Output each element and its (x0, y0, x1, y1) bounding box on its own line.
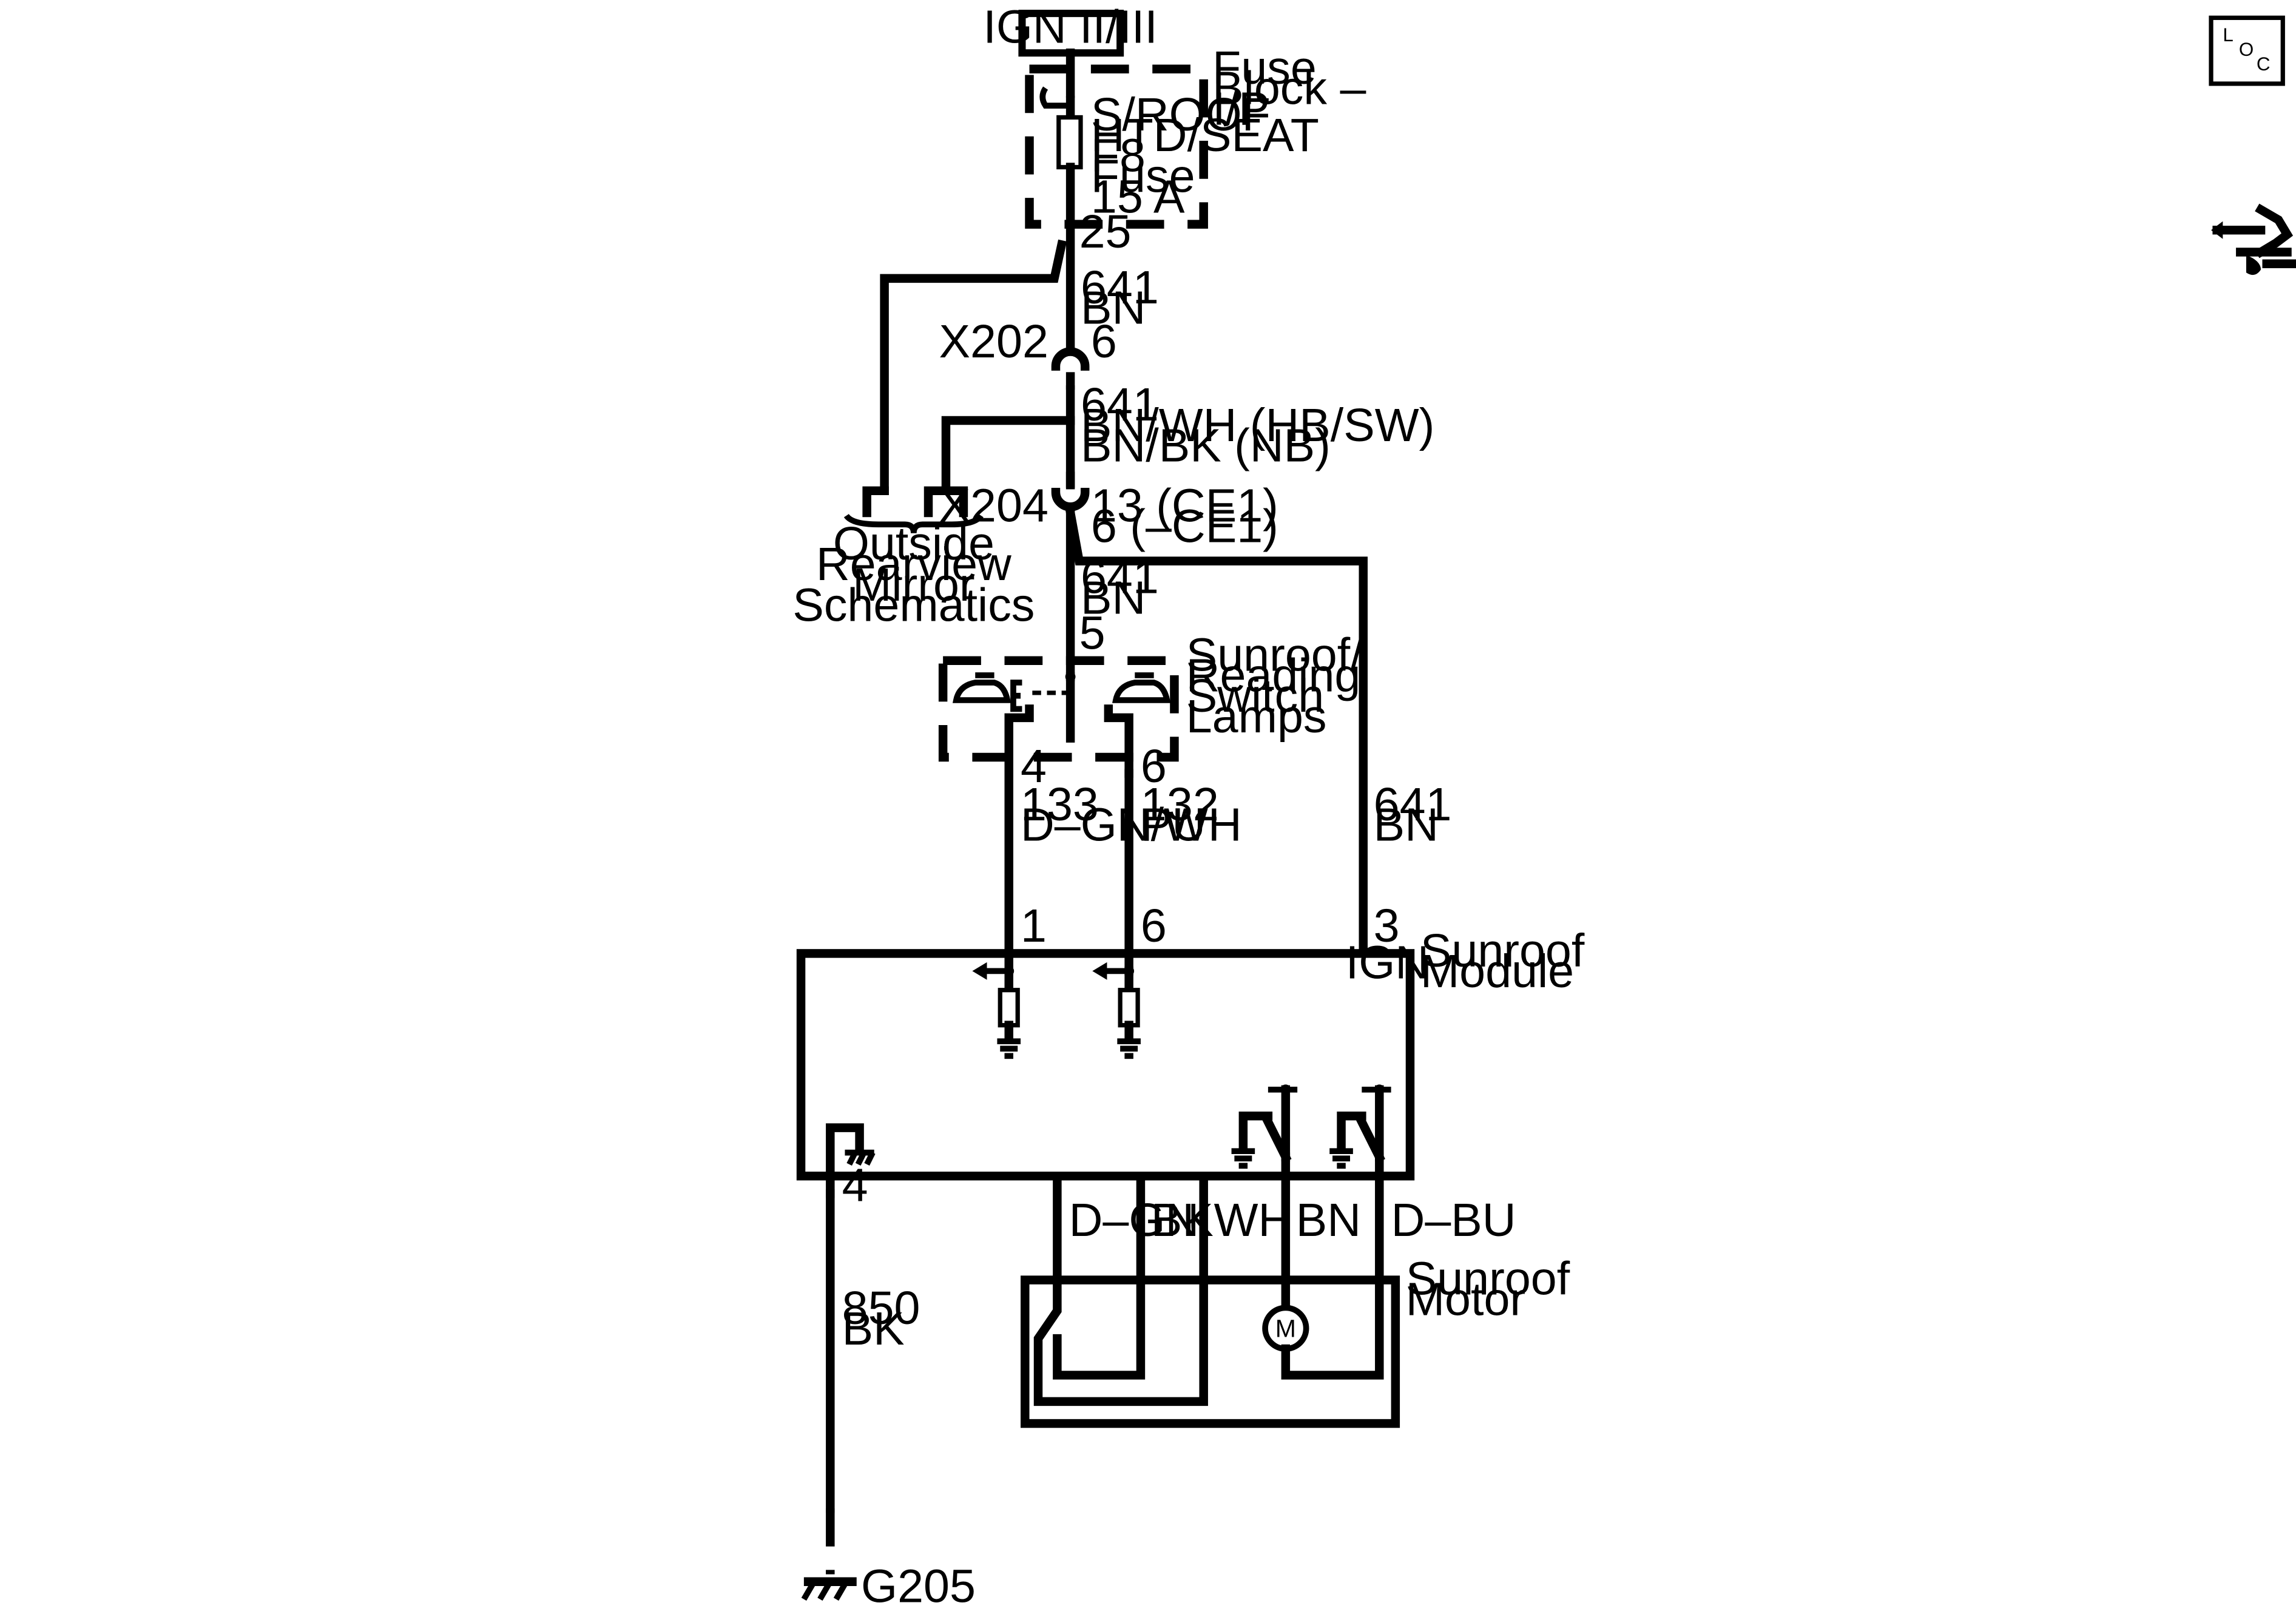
fuse-block-terminal: 25 (1079, 206, 1132, 258)
wire-641-a-color: BN (1081, 282, 1146, 334)
wire-641-a-circuit: 641 (1081, 262, 1159, 314)
fuse-block-title-1: Fuse (1212, 42, 1317, 94)
wire-641-d-circuit: 641 (1374, 778, 1452, 831)
switch-lamps-title-2: Reading (1186, 649, 1361, 701)
wire-132-color: PU (1141, 799, 1206, 851)
sunroof-module: Sunroof Module IGN (796, 925, 1585, 1211)
ground-icon (801, 1577, 857, 1601)
sunroof-module-title-2: Module (1420, 945, 1574, 998)
vehicle-icon (1112, 680, 1171, 703)
mirror-ref-line-2: Rearview (816, 538, 1011, 590)
switch-lamps-pin-4: 4 (1021, 740, 1047, 792)
motor-wire-label-dgn: D–GN (1069, 1194, 1200, 1246)
wire-641-b-circuit: 641 (1081, 379, 1159, 431)
fuse-label-3: F8 (1091, 130, 1146, 182)
module-pin-4: 4 (842, 1159, 868, 1211)
wire-641-middle: 641 BN/WH (HB/SW) BN/BK (NB) (941, 379, 1434, 496)
sunroof-motor-title-2: Motor (1406, 1273, 1525, 1325)
motor-icon: M (1262, 1305, 1309, 1352)
connector-x202-pin: 6 (1091, 316, 1117, 368)
connector-x204-pin-2: 6 (–CE1) (1091, 500, 1278, 552)
power-source-label: IGN II/III (983, 1, 1157, 53)
wire-133-color: D–GN/WH (1021, 799, 1242, 851)
motor-wires: D–GN BK WH BN D–BU (1053, 1085, 1516, 1284)
module-feed-wires: 133 D–GN/WH 132 PU 641 BN 1 6 3 (1004, 769, 1452, 976)
outside-rearview-mirror-reference: Outside Rearview Mirror Schematics (792, 486, 1035, 632)
power-source: IGN II/III (983, 1, 1158, 57)
input-pulldown (1092, 962, 1141, 1059)
motor-wire-label-wh: WH (1214, 1194, 1292, 1246)
fuse-label-2: HTD/SEAT (1091, 109, 1319, 161)
input-pulldown (972, 962, 1021, 1059)
wire-641-c-color: BN (1081, 572, 1146, 624)
mirror-ref-line-3: Mirror (853, 559, 975, 611)
wire-641-upper: 641 BN (880, 220, 1159, 496)
fuse-block-title-2: Block – (1212, 62, 1366, 115)
wire-641-c-circuit: 641 (1081, 552, 1159, 604)
switch-lamps-title-4: Lamps (1186, 690, 1327, 743)
switch-lamps-pin-6: 6 (1141, 740, 1167, 792)
switch-lamps-title-1: Sunroof/ (1186, 629, 1363, 681)
connector-x204: X204 13 (CE1) 6 (–CE1) (939, 480, 1278, 553)
switch-lamps-pin-5: 5 (1079, 607, 1106, 659)
component-locator-icon[interactable]: L O C (2209, 15, 2285, 86)
motor-wire-label-dbu: D–BU (1391, 1194, 1516, 1246)
motor-wire-label-bk: BK (1151, 1194, 1214, 1246)
switch-lamps-title-3: Switch (1186, 670, 1324, 722)
sunroof-module-ign-label: IGN (1346, 936, 1429, 988)
fuse-f8-icon (1056, 115, 1083, 170)
sunroof-reading-switch-lamps: 5 Sunroof/ Reading Switch Lamps 4 6 (938, 607, 1363, 792)
wire-132-circuit: 132 (1141, 778, 1219, 831)
ground-circuit-850: 850 BK G205 (801, 1189, 976, 1612)
ground-label: G205 (861, 1560, 976, 1612)
module-pin-6: 6 (1141, 900, 1167, 952)
wire-850-color: BK (842, 1303, 905, 1355)
locator-letter-c: C (2257, 53, 2271, 75)
fuse-block: Fuse Block – I/P S/ROOF HTD/SEAT F8 Fuse… (1025, 42, 1366, 258)
wire-133-circuit: 133 (1021, 778, 1099, 831)
ground-icon (997, 1038, 1021, 1059)
mirror-ref-line-1: Outside (833, 518, 994, 570)
wire-641-b-color-2: BN/BK (NB) (1081, 420, 1331, 472)
fuse-label-1: S/ROOF (1091, 89, 1271, 141)
locator-letter-l: L (2223, 24, 2233, 46)
module-pin-1: 1 (1021, 900, 1047, 952)
sunroof-module-title-1: Sunroof (1420, 925, 1585, 977)
connector-x204-pin-1: 13 (CE1) (1091, 480, 1278, 532)
motor-symbol: M (1275, 1315, 1296, 1343)
connector-end-view-icon[interactable] (2211, 203, 2296, 275)
wire-641-d-color: BN (1374, 799, 1439, 851)
mirror-ref-line-4: Schematics (792, 579, 1035, 632)
fuse-label-5: 15 A (1091, 170, 1185, 223)
wire-850-circuit: 850 (842, 1282, 920, 1334)
fuse-block-title-3: I/P (1212, 83, 1269, 135)
module-pin-3: 3 (1374, 900, 1400, 952)
wire-641-b-color-1: BN/WH (HB/SW) (1081, 399, 1434, 451)
ground-icon (1117, 1038, 1141, 1059)
sunroof-motor: Sunroof Motor M (1021, 1253, 1570, 1428)
motor-wire-label-bn: BN (1296, 1194, 1361, 1246)
sunroof-motor-title-1: Sunroof (1406, 1253, 1570, 1305)
chassis-ground-icon (826, 1123, 876, 1198)
fuse-label-4: Fuse (1091, 150, 1195, 203)
locator-letter-o: O (2239, 39, 2254, 60)
vehicle-icon (952, 680, 1011, 703)
wire-641-lower: 641 BN (1065, 502, 1368, 954)
connector-x202-name: X202 (939, 316, 1048, 368)
